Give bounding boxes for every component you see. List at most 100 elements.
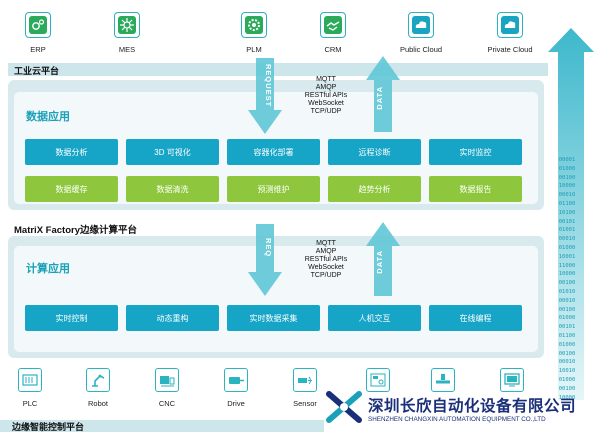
robot-label: Robot: [87, 399, 108, 408]
meter-icon: [366, 368, 390, 392]
cnc-icon: [155, 368, 179, 392]
binary-line: 00100: [558, 280, 576, 287]
drive-label: Drive: [227, 399, 245, 408]
data-app-tile[interactable]: 数据报告: [429, 176, 522, 202]
monitor-icon: [500, 368, 524, 392]
binary-line: 01000: [558, 315, 576, 322]
req-down-arrow: [248, 224, 282, 296]
protocol-list-mid: MQTT AMQP RESTful APIs WebSocket TCP/UDP: [281, 240, 371, 280]
data-app-tile[interactable]: 数据缓存: [25, 176, 118, 202]
request-down-arrow: [248, 58, 282, 134]
industrial-cloud-band: [8, 63, 548, 76]
compute-apps-inner: [14, 246, 538, 352]
robot-icon: [86, 368, 110, 392]
edge-control-label: 边缘智能控制平台: [12, 422, 85, 432]
compute-apps-title: 计算应用: [26, 263, 70, 275]
binary-line: 00100: [558, 385, 576, 392]
erp-icon: [25, 12, 51, 38]
binary-line: 01100: [558, 332, 576, 339]
binary-line: 01000: [558, 165, 576, 172]
valve-icon: [431, 368, 455, 392]
protocol-item: TCP/UDP: [310, 108, 342, 115]
protocol-item: AMQP: [315, 248, 337, 255]
data-arrow-label-mid: DATA: [375, 250, 384, 274]
binary-line: 01000: [558, 376, 576, 383]
binary-line: 10000: [558, 271, 576, 278]
binary-line: 00010: [558, 359, 576, 366]
protocol-item: RESTful APIs: [304, 92, 348, 99]
industrial-cloud-label: 工业云平台: [14, 66, 60, 76]
protocol-item: AMQP: [315, 84, 337, 91]
mes-label: MES: [118, 45, 136, 54]
data-app-tile[interactable]: 远程诊断: [328, 139, 421, 165]
compute-apps-panel: [8, 236, 544, 358]
protocol-item: TCP/UDP: [310, 272, 342, 279]
protocol-list-top: MQTT AMQP RESTful APIs WebSocket TCP/UDP: [281, 76, 371, 116]
company-name-cn: 深圳长欣自动化设备有限公司: [368, 398, 577, 415]
binary-line: 01000: [558, 341, 576, 348]
binary-line: 01010: [558, 288, 576, 295]
drive-icon: [224, 368, 248, 392]
data-arrow-label: DATA: [375, 86, 384, 110]
data-up-arrow: [366, 56, 400, 132]
binary-line: 00100: [558, 350, 576, 357]
data-app-tile[interactable]: 预测维护: [227, 176, 320, 202]
plm-label: PLM: [246, 45, 262, 54]
edge-platform-label: MatriX Factory边缘计算平台: [14, 225, 137, 236]
cnc-label: CNC: [158, 399, 176, 408]
data-app-tile[interactable]: 3D 可视化: [126, 139, 219, 165]
plc-label: PLC: [22, 399, 38, 408]
compute-app-tile[interactable]: 实时数据采集: [227, 305, 320, 331]
private-cloud-label: Private Cloud: [487, 45, 533, 54]
crm-label: CRM: [324, 45, 342, 54]
data-up-arrow-mid: [366, 222, 400, 296]
binary-line: 10000: [558, 183, 576, 190]
protocol-item: RESTful APIs: [304, 256, 348, 263]
protocol-item: MQTT: [316, 240, 336, 247]
plm-icon: [241, 12, 267, 38]
protocol-item: WebSocket: [308, 100, 344, 107]
compute-app-tile[interactable]: 动态重构: [126, 305, 219, 331]
binary-line: 01001: [558, 227, 576, 234]
private-cloud-icon: [497, 12, 523, 38]
protocol-item: WebSocket: [308, 264, 344, 271]
big-upstream-arrow: [548, 28, 594, 400]
public-cloud-icon: [408, 12, 434, 38]
binary-line: 10010: [558, 368, 576, 375]
data-app-tile[interactable]: 容器化部署: [227, 139, 320, 165]
binary-line: 10001: [558, 253, 576, 260]
data-app-tile[interactable]: 数据分析: [25, 139, 118, 165]
binary-line: 00010: [558, 192, 576, 199]
data-app-tile[interactable]: 趋势分析: [328, 176, 421, 202]
binary-line: 00010: [558, 236, 576, 243]
binary-line: 01000: [558, 244, 576, 251]
binary-line: 10000: [558, 394, 576, 401]
public-cloud-label: Public Cloud: [399, 45, 443, 54]
request-arrow-label: REQUEST: [264, 64, 273, 108]
binary-line: 10100: [558, 209, 576, 216]
binary-line: 01100: [558, 200, 576, 207]
plc-icon: [18, 368, 42, 392]
mes-icon: [114, 12, 140, 38]
company-name-en: SHENZHEN CHANGXIN AUTOMATION EQUIPMENT C…: [368, 416, 546, 423]
sensor-icon: [293, 368, 317, 392]
data-app-tile[interactable]: 实时监控: [429, 139, 522, 165]
crm-icon: [320, 12, 346, 38]
binary-line: 00001: [558, 157, 576, 163]
data-app-tile[interactable]: 数据清洗: [126, 176, 219, 202]
binary-line: 00101: [558, 324, 576, 331]
binary-line: 00010: [558, 297, 576, 304]
company-logo: [326, 391, 362, 423]
sensor-label: Sensor: [293, 399, 317, 408]
req-arrow-label: REQ: [264, 238, 273, 258]
compute-app-tile[interactable]: 实时控制: [25, 305, 118, 331]
edge-control-band: [0, 420, 324, 432]
binary-line: 00100: [558, 174, 576, 181]
compute-app-tile[interactable]: 人机交互: [328, 305, 421, 331]
binary-line: 00101: [558, 218, 576, 225]
binary-line: 11000: [558, 262, 576, 269]
compute-app-tile[interactable]: 在线编程: [429, 305, 522, 331]
data-apps-title: 数据应用: [26, 111, 70, 123]
protocol-item: MQTT: [316, 76, 336, 83]
